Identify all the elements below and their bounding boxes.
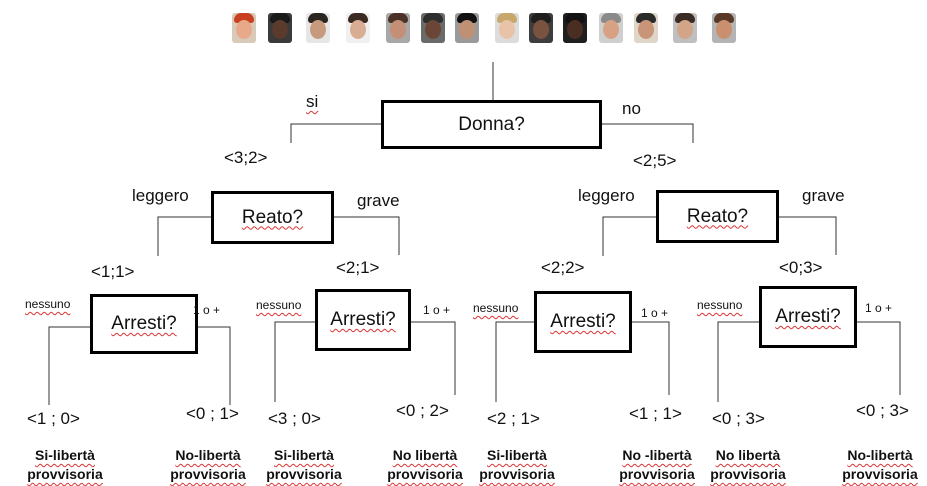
face-photo [495,13,519,43]
node-arresti-label: Arresti? [111,313,177,334]
count-right-b: <0;3> [779,258,823,277]
outcome-3: Si-libertà provvisoria [257,446,351,484]
face-photo [599,13,623,43]
count-right: <2;5> [633,151,677,170]
outcome-line1: No-libertà [847,447,913,463]
outcome-line2: provvisoria [27,466,103,482]
node-arresti-label: Arresti? [330,309,396,330]
edge-label-1o-4: 1 o + [865,301,893,315]
root-node-label: Donna? [458,113,525,135]
outcome-1: Si-libertà provvisoria [14,446,116,484]
outcome-line2: provvisoria [170,466,246,482]
outcome-line1: No -libertà [622,447,692,463]
face-photo [268,13,292,43]
leaf-value-6: <1 ; 1> [629,404,682,423]
node-arresti-1: Arresti? [90,294,198,354]
edge-label-nessuno-1: nessuno [25,297,71,311]
leaf-value-4: <0 ; 2> [396,401,449,420]
leaf-value-3: <3 ; 0> [268,409,321,428]
edge-label-grave-right: grave [802,186,845,205]
edge-label-1o-3: 1 o + [641,306,669,320]
face-photo [563,13,587,43]
outcome-line2: provvisoria [266,466,342,482]
leaf-value-7: <0 ; 3> [712,409,765,428]
edge-label-leggero-right: leggero [578,186,635,205]
leaf-value-5: <2 ; 1> [487,409,540,428]
node-arresti-4: Arresti? [759,286,857,348]
outcome-4: No libertà provvisoria [378,446,472,484]
count-left-a: <1;1> [91,262,135,281]
face-photo [346,13,370,43]
faces-strip [232,13,752,47]
node-arresti-3: Arresti? [534,291,632,353]
face-photo [455,13,479,43]
face-photo [306,13,330,43]
edge-label-nessuno-3: nessuno [473,301,519,315]
outcome-line2: provvisoria [619,466,695,482]
face-photo [232,13,256,43]
edge-label-1o-2: 1 o + [423,303,451,317]
leaf-value-1: <1 ; 0> [27,409,80,428]
outcome-line1: Si-libertà [274,447,334,463]
face-photo [712,13,736,43]
edge-label-leggero-left: leggero [132,186,189,205]
node-arresti-label: Arresti? [550,311,616,332]
face-photo [529,13,553,43]
edge-label-nessuno-4: nessuno [697,298,743,312]
edge-label-nessuno-2: nessuno [256,298,302,312]
node-arresti-2: Arresti? [315,289,411,351]
outcome-line2: provvisoria [387,466,463,482]
count-left: <3;2> [224,148,268,167]
outcome-5: Si-libertà provvisoria [470,446,564,484]
outcome-8: No-libertà provvisoria [834,446,926,484]
outcome-line2: provvisoria [479,466,555,482]
edge-label-si: si [306,92,319,111]
outcome-6: No -libertà provvisoria [610,446,704,484]
count-left-b: <2;1> [336,258,380,277]
node-reato-right: Reato? [656,190,779,243]
edge-label-grave-left: grave [357,191,400,210]
outcome-line1: No-libertà [175,447,241,463]
outcome-line1: No libertà [715,447,781,463]
outcome-line2: provvisoria [842,466,918,482]
leaf-value-8: <0 ; 3> [856,401,909,420]
outcome-line1: Si-libertà [487,447,547,463]
outcome-2: No-libertà provvisoria [162,446,254,484]
edge-label-1o-1: 1 o + [193,303,221,317]
node-reato-label: Reato? [241,206,304,228]
outcome-line2: provvisoria [710,466,786,482]
outcome-line1: No libertà [392,447,458,463]
root-node-donna: Donna? [381,100,602,149]
face-photo [673,13,697,43]
node-arresti-label: Arresti? [775,306,841,327]
node-reato-label: Reato? [686,205,749,227]
count-right-a: <2;2> [541,258,585,277]
face-photo [386,13,410,43]
face-photo [634,13,658,43]
face-photo [421,13,445,43]
outcome-7: No libertà provvisoria [701,446,795,484]
outcome-line1: Si-libertà [35,447,95,463]
leaf-value-2: <0 ; 1> [186,404,239,423]
edge-label-no: no [622,99,641,118]
node-reato-left: Reato? [211,191,334,244]
